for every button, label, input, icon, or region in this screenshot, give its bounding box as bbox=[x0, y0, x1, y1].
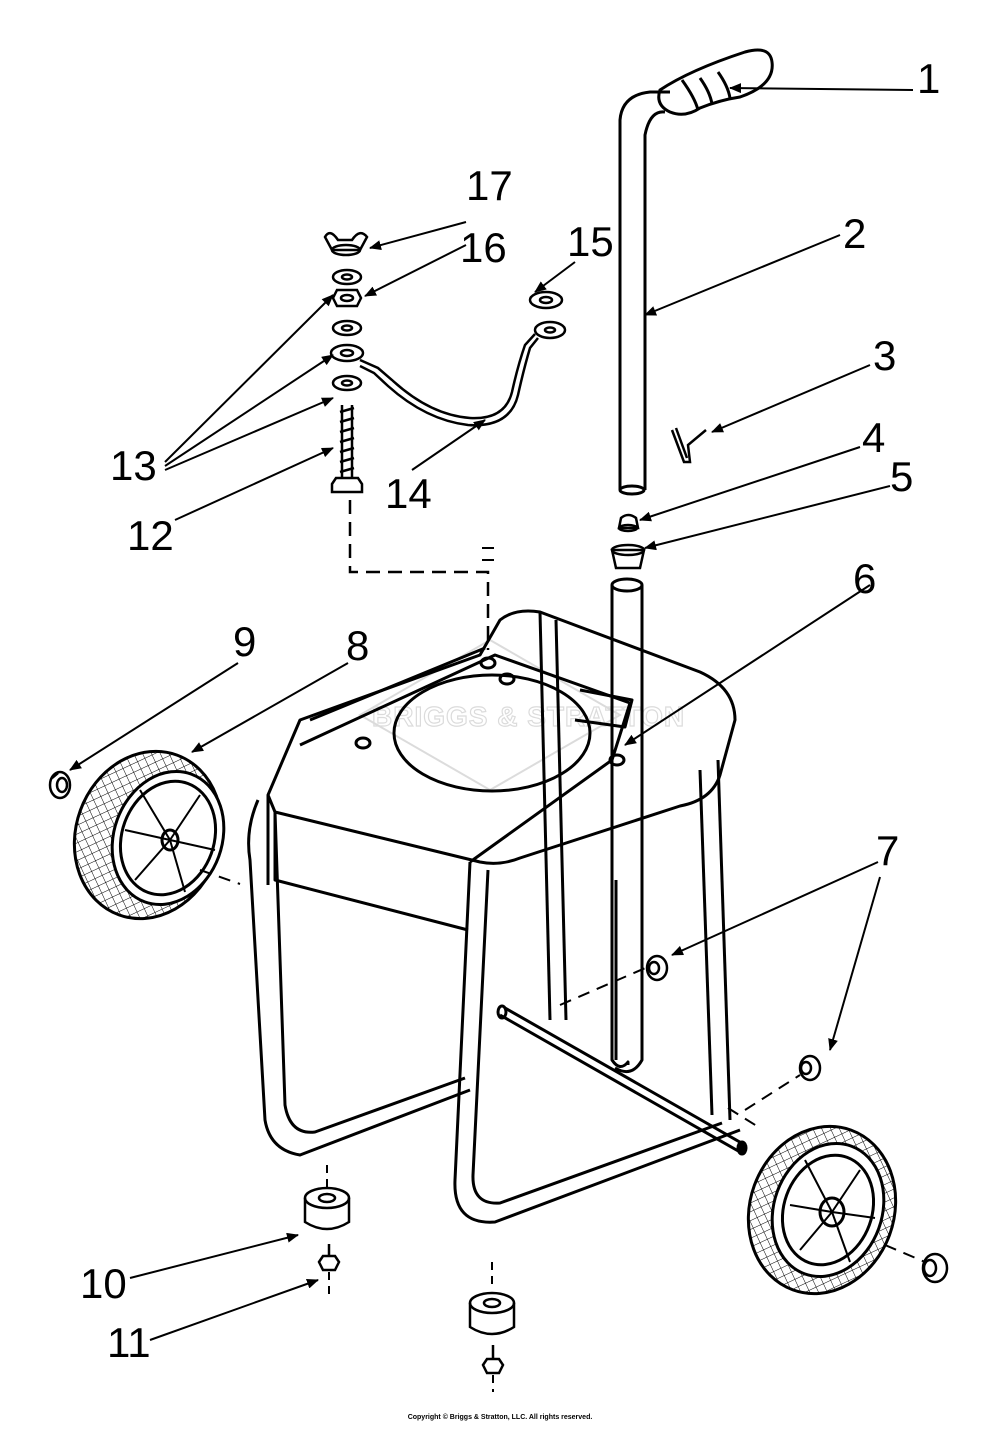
mount-guide-left bbox=[326, 1165, 330, 1295]
callout-2: 2 bbox=[843, 210, 866, 257]
brand-watermark: BRIGGS & STRATTON bbox=[357, 638, 685, 792]
vibration-mount-left bbox=[303, 1186, 351, 1231]
callout-7: 7 bbox=[876, 827, 899, 874]
watermark-text: BRIGGS & STRATTON bbox=[372, 701, 685, 732]
vibration-mount-center bbox=[468, 1291, 516, 1336]
right-wheel bbox=[746, 1124, 898, 1296]
callout-14: 14 bbox=[385, 470, 432, 517]
callout-5: 5 bbox=[890, 453, 913, 500]
bolt-left bbox=[317, 1244, 341, 1272]
cap bbox=[617, 513, 640, 533]
handle-grip bbox=[657, 48, 774, 116]
left-axle-line bbox=[199, 869, 241, 885]
axle bbox=[496, 1004, 748, 1156]
right-wheel-cap bbox=[921, 1252, 949, 1284]
ground-wire bbox=[359, 320, 567, 427]
handle bbox=[618, 90, 670, 496]
wing-nut bbox=[323, 231, 369, 257]
callout-3: 3 bbox=[873, 332, 896, 379]
break-mark bbox=[482, 547, 494, 561]
leader-arrows bbox=[69, 83, 914, 1341]
callout-9: 9 bbox=[233, 618, 256, 665]
wheel-cap-7a bbox=[645, 954, 669, 982]
callout-13: 13 bbox=[110, 442, 157, 489]
copyright-notice: Copyright © Briggs & Stratton, LLC. All … bbox=[407, 1414, 593, 1421]
callout-10: 10 bbox=[80, 1260, 127, 1307]
mount-guide-center bbox=[491, 1262, 494, 1392]
callout-15: 15 bbox=[567, 218, 614, 265]
left-wheel-cap bbox=[48, 770, 72, 800]
bushing bbox=[610, 543, 646, 570]
axle-guide-lines bbox=[559, 965, 926, 1263]
callout-1: 1 bbox=[917, 55, 940, 102]
callout-numbers: 1 2 3 4 5 6 7 8 9 10 11 12 13 14 15 16 1… bbox=[80, 55, 940, 1366]
callout-4: 4 bbox=[862, 414, 885, 461]
lag-bolt bbox=[330, 405, 364, 494]
callout-8: 8 bbox=[346, 622, 369, 669]
callout-6: 6 bbox=[853, 555, 876, 602]
callout-12: 12 bbox=[127, 512, 174, 559]
hairpin-clip bbox=[670, 427, 707, 464]
install-guide-line bbox=[348, 500, 490, 650]
left-wheel bbox=[72, 749, 226, 921]
callout-11: 11 bbox=[107, 1319, 151, 1366]
frame bbox=[247, 577, 741, 1224]
wheel-cap-7b bbox=[798, 1054, 822, 1082]
callout-17: 17 bbox=[466, 162, 513, 209]
washer-stack bbox=[329, 268, 365, 392]
callout-16: 16 bbox=[460, 224, 507, 271]
bolt-center bbox=[481, 1345, 505, 1375]
washer-15 bbox=[528, 290, 564, 310]
